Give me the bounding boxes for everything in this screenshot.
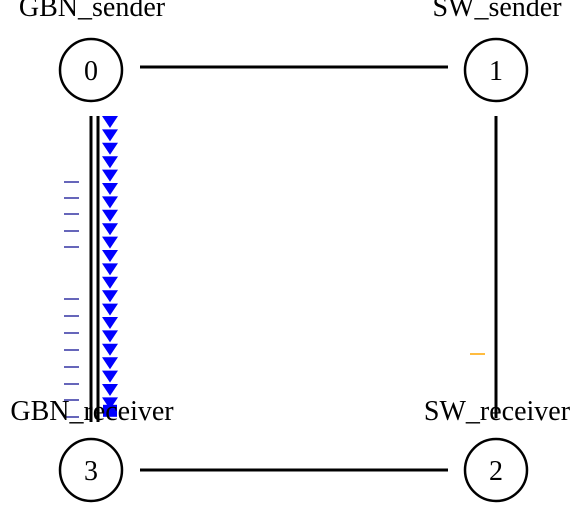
node-1[interactable]: 1 (463, 37, 529, 103)
data-packet (102, 196, 118, 209)
data-packet (102, 129, 118, 142)
node-3-circle (58, 437, 124, 503)
data-packet (102, 303, 118, 316)
node-1-id: 1 (489, 56, 503, 87)
node-0-circle (58, 37, 124, 103)
node-0-id: 0 (84, 56, 98, 87)
node-1-label: SW_sender (432, 0, 562, 23)
node-2-circle (463, 437, 529, 503)
data-packet (102, 263, 118, 276)
node-0-label: GBN_sender (19, 0, 166, 23)
data-packet (102, 397, 118, 410)
data-packet (102, 142, 118, 155)
data-packet (102, 223, 118, 236)
data-packet (102, 330, 118, 343)
node-3-label: GBN_receiver (10, 396, 174, 427)
data-packet (102, 209, 118, 222)
data-packet (102, 370, 118, 383)
node-3-id: 3 (84, 456, 98, 487)
data-packet (102, 317, 118, 329)
data-packet (102, 384, 118, 396)
node-3[interactable]: 3 (58, 437, 124, 503)
data-packet (102, 169, 118, 182)
node-2[interactable]: 2 (463, 437, 529, 503)
data-packet (102, 357, 118, 370)
data-packet (102, 250, 118, 262)
node-2-id: 2 (489, 456, 503, 487)
data-packet-head (103, 404, 117, 417)
node-0[interactable]: 0 (58, 37, 124, 103)
data-packet (102, 156, 118, 169)
data-packet (102, 183, 118, 195)
data-packet (102, 236, 118, 249)
ack-packets-group (64, 181, 79, 418)
data-packet (102, 290, 118, 303)
data-packet (102, 343, 118, 356)
node-1-circle (463, 37, 529, 103)
data-packet (102, 276, 118, 289)
data-packets-group (102, 116, 118, 417)
data-packet (102, 116, 118, 128)
node-2-label: SW_receiver (424, 396, 571, 427)
